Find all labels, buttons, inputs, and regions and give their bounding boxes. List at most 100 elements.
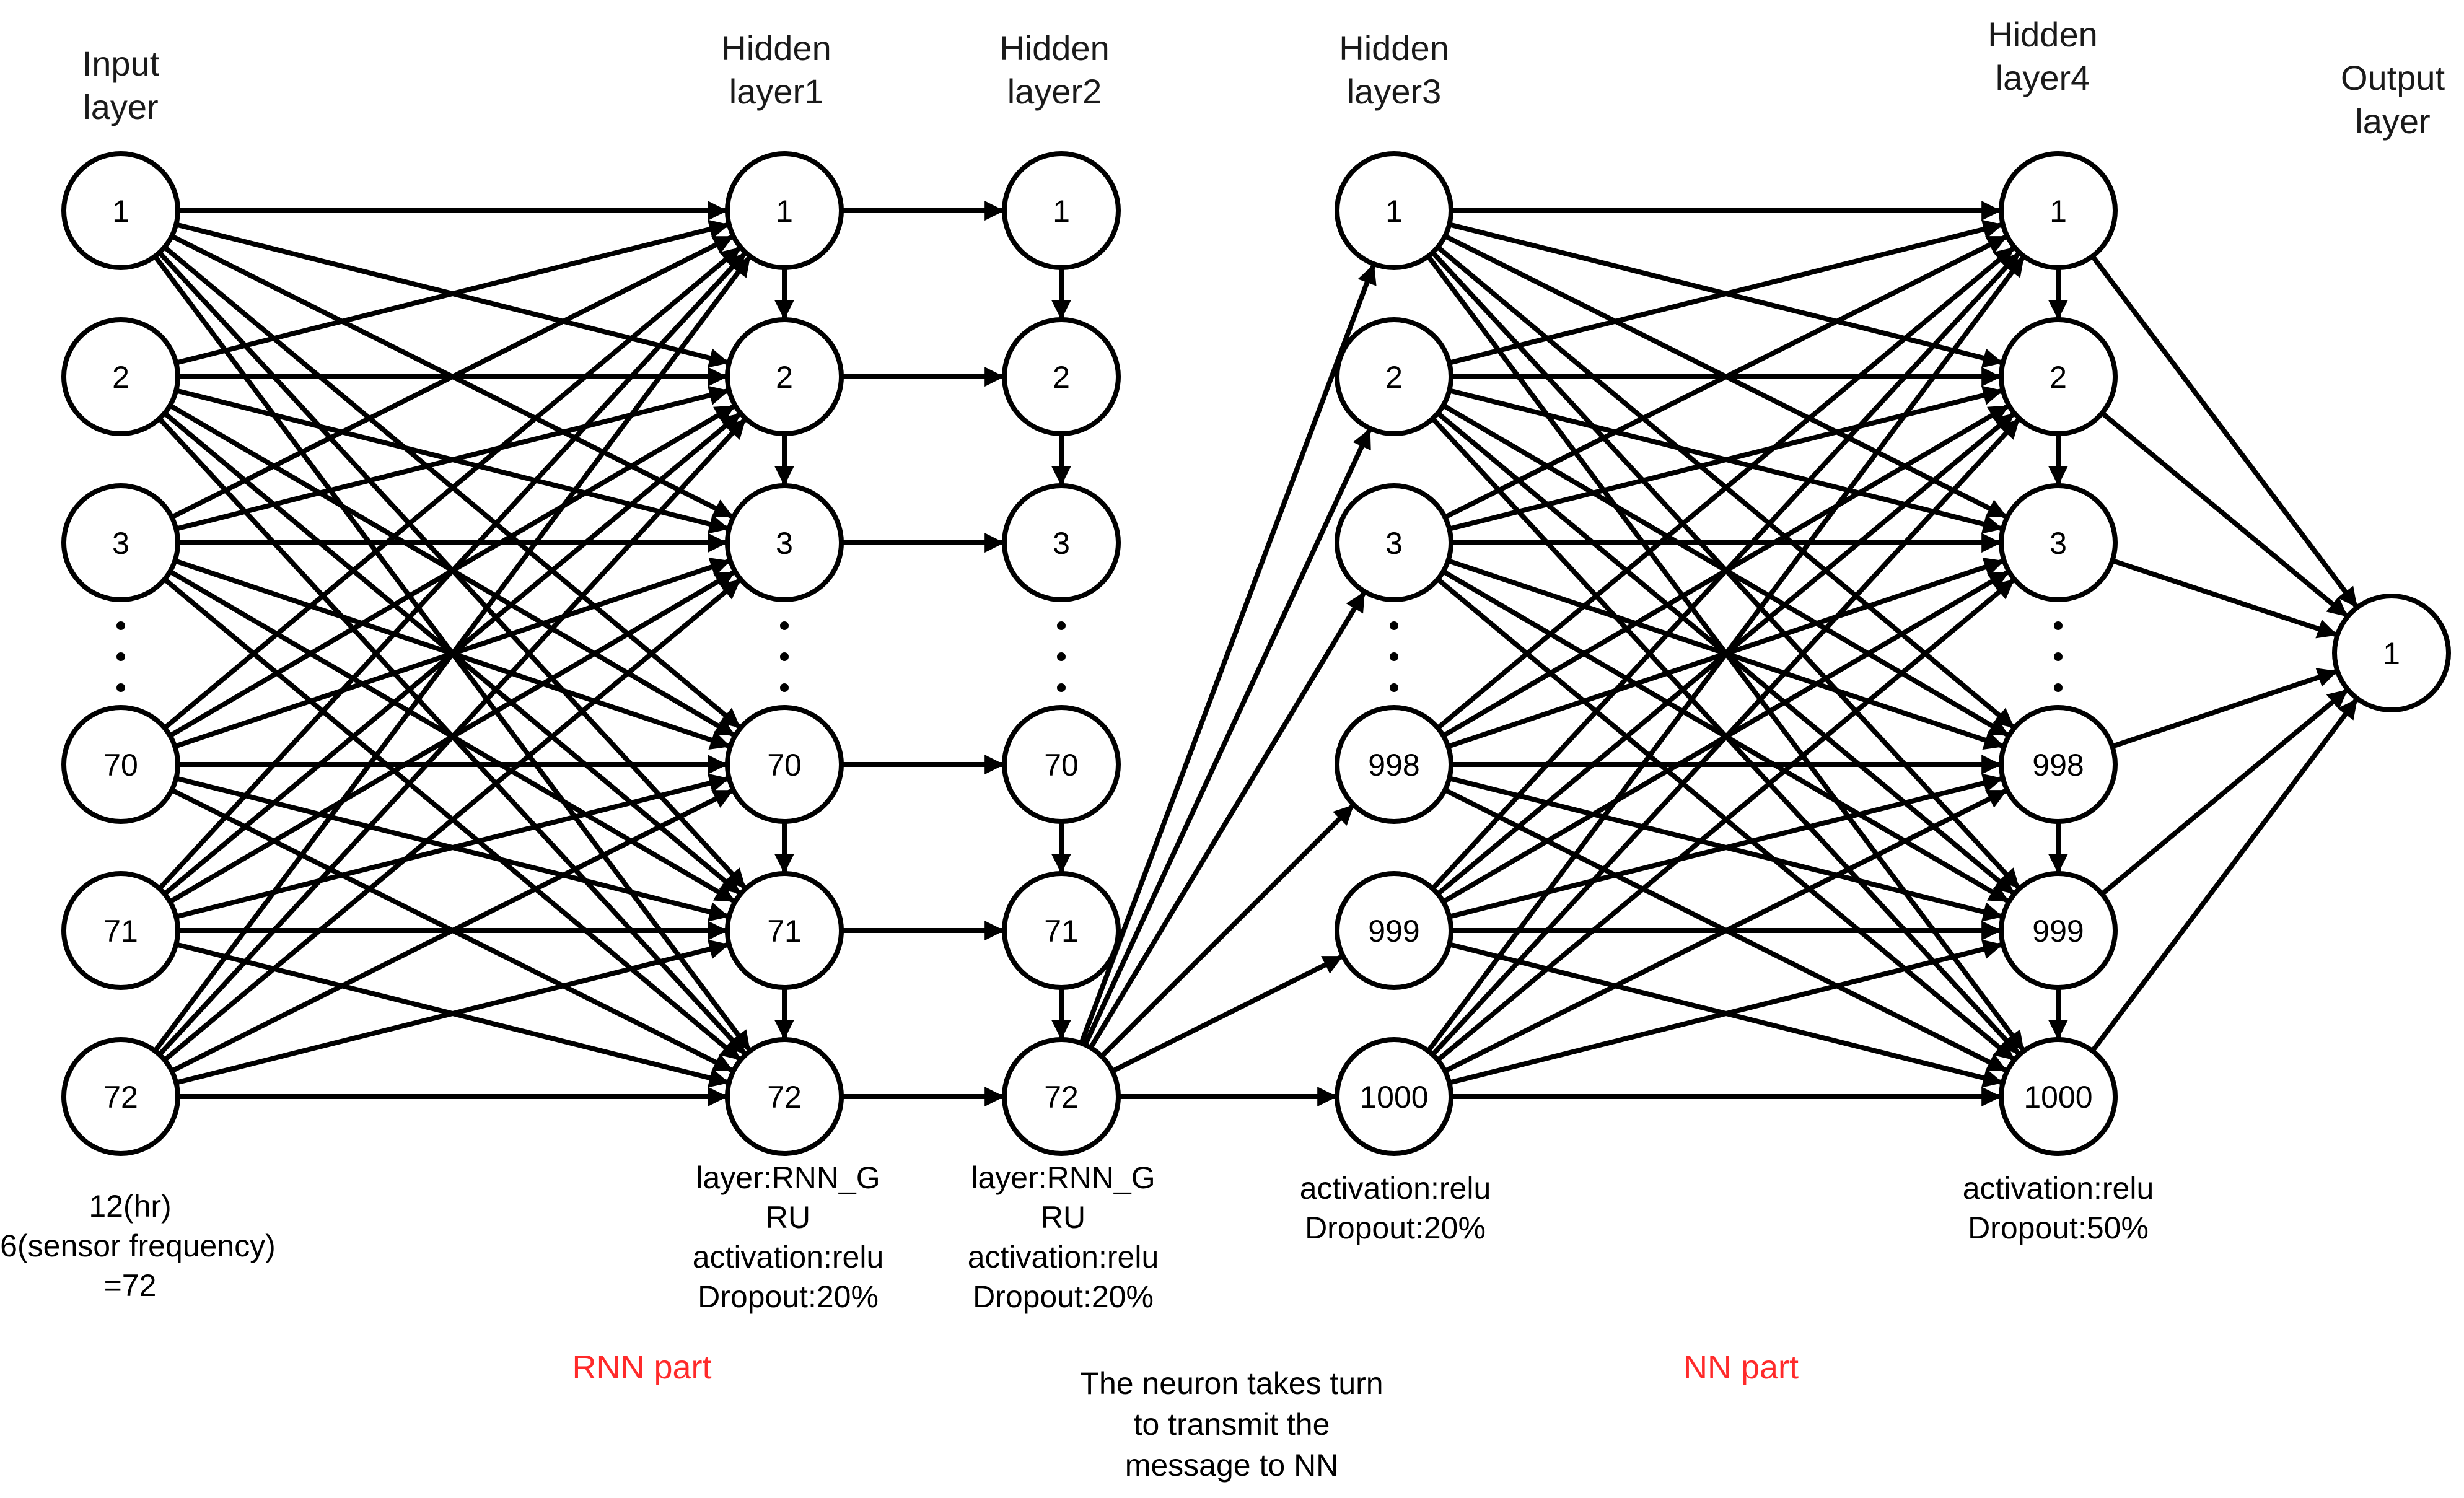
neuron-circle [1999, 317, 2118, 436]
input-neuron: 3 [61, 483, 180, 602]
hidden1-neuron: 71 [725, 871, 844, 990]
input-to-hidden1-edge [175, 939, 729, 1085]
transmit-note: to transmit the [1134, 1407, 1330, 1442]
neuron-label: 70 [767, 748, 802, 782]
vertical-ellipsis-icon [1057, 652, 1066, 661]
input-to-hidden1-edge [163, 578, 742, 1062]
neuron-circle [1002, 705, 1121, 824]
hidden4-to-output-edge [2111, 668, 2338, 749]
neuron-label: 3 [112, 526, 129, 561]
vertical-ellipsis-icon [2054, 683, 2063, 692]
neurons: 1237071721237071721237071721239989991000… [61, 151, 2451, 1156]
input-to-hidden1-edge [170, 788, 734, 1074]
hidden2-neuron: 1 [1002, 151, 1121, 270]
hidden3-neuron: 1000 [1335, 1037, 1453, 1156]
hidden1-neuron: 70 [725, 705, 844, 824]
hidden4-neuron: 1000 [1999, 1037, 2118, 1156]
input-to-hidden1-edge [163, 246, 742, 730]
vertical-ellipsis-icon [2054, 652, 2063, 661]
neuron-label: 2 [776, 360, 793, 395]
hidden2-neuron: 72 [1002, 1037, 1121, 1156]
neuron-circle [1999, 483, 2118, 602]
neuron-label: 3 [776, 526, 793, 561]
input-neuron: 1 [61, 151, 180, 270]
hidden3-to-hidden4-edge [1431, 418, 2021, 1057]
hidden-layer4-title: Hidden [1988, 15, 2097, 54]
input-to-hidden1-edge [157, 418, 747, 1057]
nn-part-label: NN part [1683, 1349, 1799, 1386]
neuron-circle [725, 483, 844, 602]
hidden1-neuron: 72 [725, 1037, 844, 1156]
hidden1-neuron: 3 [725, 483, 844, 602]
hidden-layer2-note: Dropout:20% [973, 1279, 1154, 1314]
neuron-label: 72 [767, 1080, 802, 1115]
vertical-ellipsis-icon [1390, 621, 1398, 630]
hidden3-neuron: 999 [1335, 871, 1453, 990]
text-labels: InputlayerHiddenlayer1Hiddenlayer2Hidden… [0, 15, 2445, 1483]
rnn-part-label: RNN part [572, 1349, 711, 1386]
hidden4-to-output-edge [2090, 255, 2359, 608]
vertical-ellipsis-icon [780, 683, 789, 692]
output-layer-title: layer [2355, 102, 2430, 141]
input-to-hidden1-edge [157, 252, 747, 891]
neuron-circle [1002, 1037, 1121, 1156]
hidden3-to-hidden4-edge [1449, 773, 2003, 919]
hidden3-to-hidden4-edge [1444, 788, 2007, 1074]
hidden4-neuron: 3 [1999, 483, 2118, 602]
neuron-circle [1335, 151, 1453, 270]
hidden-layer4-note: activation:relu [1963, 1171, 2154, 1206]
hidden4-to-output-edge [2100, 411, 2349, 618]
hidden-layer4-title: layer4 [1996, 58, 2090, 97]
transmit-note: message to NN [1125, 1448, 1339, 1483]
hidden2-neuron: 71 [1002, 871, 1121, 990]
neuron-circle [725, 317, 844, 436]
neuron-label: 71 [767, 914, 802, 948]
neuron-label: 2 [2050, 360, 2067, 395]
vertical-ellipsis-icon [116, 621, 125, 630]
hidden-layer2-note: layer:RNN_G [971, 1160, 1155, 1195]
hidden4-to-output-edge [2111, 558, 2338, 639]
hidden3-to-hidden4-edge [1426, 255, 2025, 1053]
hidden-layer3-note: Dropout:20% [1305, 1211, 1486, 1245]
hidden3-neuron: 2 [1335, 317, 1453, 436]
vertical-ellipsis-icon [1057, 621, 1066, 630]
neuron-circle [1335, 317, 1453, 436]
hidden3-to-hidden4-edge [1431, 252, 2021, 891]
hidden-layer2-note: RU [1041, 1200, 1085, 1235]
vertical-ellipsis-icon [1390, 683, 1398, 692]
neuron-label: 72 [1044, 1080, 1079, 1115]
hidden4-neuron: 998 [1999, 705, 2118, 824]
input-to-hidden1-edge [152, 255, 752, 1053]
neuron-label: 3 [1385, 526, 1403, 561]
input-layer-title: Input [82, 44, 160, 83]
hidden3-neuron: 3 [1335, 483, 1453, 602]
neuron-label: 998 [2032, 748, 2084, 782]
input-layer-note: 12(hr) [89, 1189, 171, 1224]
hidden3-to-hidden4-edge [1449, 219, 2003, 366]
vertical-ellipsis-icon [116, 652, 125, 661]
hidden4-neuron: 999 [1999, 871, 2118, 990]
hidden1-neuron: 1 [725, 151, 844, 270]
hidden-layer2-title: Hidden [999, 28, 1109, 68]
input-to-hidden1-edge [175, 385, 729, 532]
hidden3-to-hidden4-edge [1444, 234, 2007, 520]
neuron-label: 71 [103, 914, 138, 948]
hidden2-to-hidden3-edge [1088, 591, 1367, 1049]
hidden-layer1-note: RU [766, 1200, 810, 1235]
neuron-circle [1002, 151, 1121, 270]
neuron-circle [1335, 1037, 1453, 1156]
hidden2-to-hidden3-edge [1100, 804, 1355, 1058]
hidden2-neuron: 70 [1002, 705, 1121, 824]
neuron-circle [1999, 1037, 2118, 1156]
hidden4-to-output-edge [2090, 698, 2359, 1053]
hidden-layer2-note: activation:relu [968, 1240, 1159, 1274]
hidden3-to-hidden4-edge [1436, 578, 2015, 1062]
input-neuron: 72 [61, 1037, 180, 1156]
neuron-circle [1335, 871, 1453, 990]
hidden-layer3-title: layer3 [1347, 72, 1442, 111]
neuron-label: 1 [2383, 636, 2400, 671]
neuron-circle [1999, 705, 2118, 824]
hidden3-to-hidden4-edge [1449, 385, 2003, 532]
neuron-circle [725, 705, 844, 824]
